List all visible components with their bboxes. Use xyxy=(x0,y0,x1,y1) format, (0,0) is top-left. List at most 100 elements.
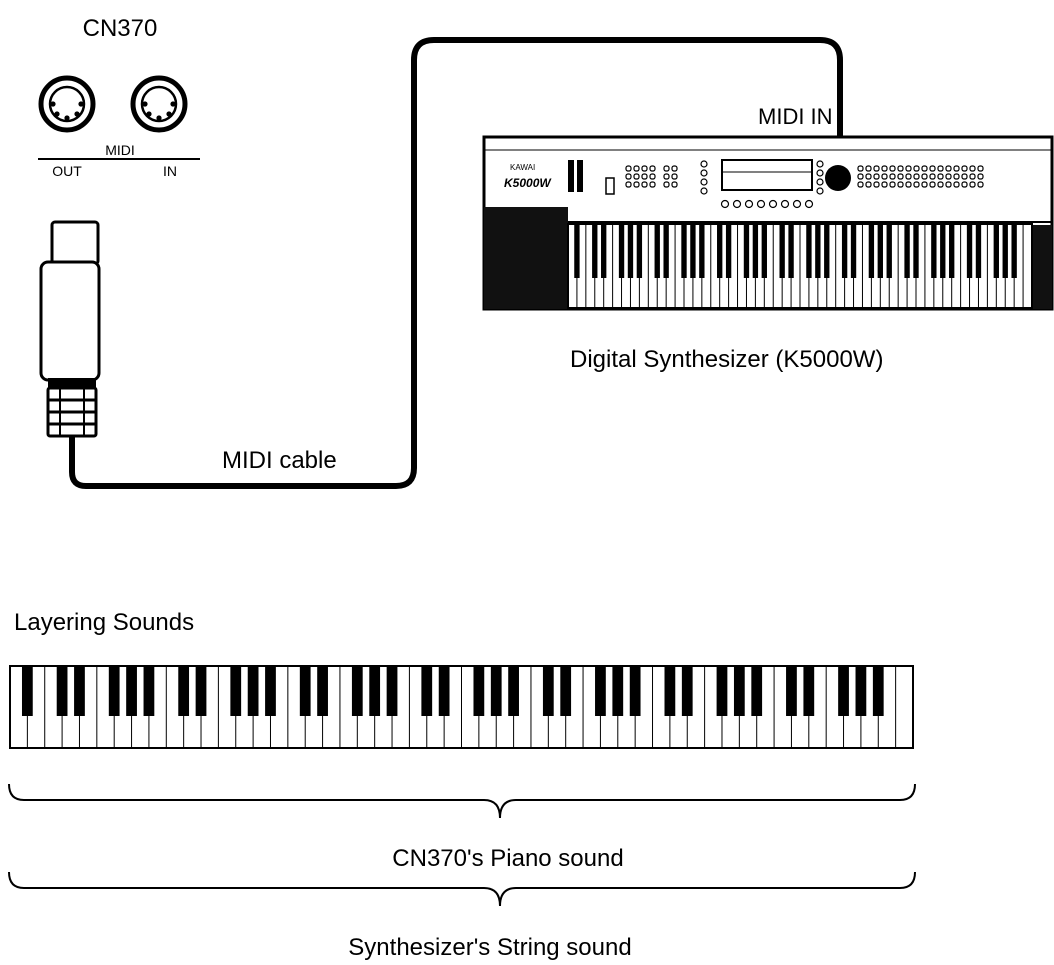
piano-sound-caption: CN370's Piano sound xyxy=(392,845,623,872)
black-key xyxy=(716,666,728,716)
black-key xyxy=(681,224,687,278)
synth-left-end xyxy=(484,207,568,309)
synth-button xyxy=(977,181,984,188)
synth-button xyxy=(663,181,670,188)
black-key xyxy=(592,224,598,278)
synth-button xyxy=(945,181,952,188)
black-key xyxy=(786,666,797,716)
synth-side-button xyxy=(816,178,824,186)
synth-button xyxy=(937,173,944,180)
synth-button-grid-right xyxy=(857,165,984,188)
black-key xyxy=(627,224,634,278)
black-key xyxy=(824,224,830,278)
synth-keyboard xyxy=(567,223,1033,309)
synth-button xyxy=(897,165,904,172)
black-key xyxy=(803,666,815,716)
device-title: CN370 xyxy=(83,15,158,42)
synth-button xyxy=(913,165,920,172)
synth-button xyxy=(921,181,928,188)
synth-button xyxy=(889,173,896,180)
synth-button xyxy=(671,181,678,188)
black-key xyxy=(904,224,910,278)
piano-brace xyxy=(8,783,916,819)
synth-right-end xyxy=(1032,225,1052,309)
black-key xyxy=(690,224,696,278)
synth-soft-button xyxy=(720,199,730,209)
synth-button xyxy=(865,173,872,180)
synth-button xyxy=(649,165,656,172)
synth-brand-text: KAWAI xyxy=(510,163,535,172)
synth-button xyxy=(889,181,896,188)
black-key xyxy=(838,666,849,716)
synth-button xyxy=(929,181,936,188)
synth-button xyxy=(865,181,872,188)
black-key xyxy=(178,666,190,716)
black-key xyxy=(21,666,33,716)
layering-title: Layering Sounds xyxy=(14,609,194,636)
black-key xyxy=(601,224,607,278)
synth-button xyxy=(953,165,960,172)
synth-button xyxy=(857,165,864,172)
synth-button xyxy=(913,173,920,180)
black-key xyxy=(966,224,973,278)
synth-button xyxy=(953,181,960,188)
synth-side-button xyxy=(816,169,824,177)
black-key xyxy=(681,666,693,716)
synth-button xyxy=(625,165,632,172)
midi-in-port xyxy=(130,75,188,133)
synth-side-button xyxy=(700,160,708,168)
midi-cable-line xyxy=(69,37,843,489)
synth-button xyxy=(881,181,888,188)
black-key xyxy=(508,666,519,716)
synth-button xyxy=(937,165,944,172)
black-key xyxy=(369,666,381,716)
synth-button xyxy=(905,181,912,188)
black-key xyxy=(636,224,643,278)
black-key xyxy=(265,666,276,716)
black-key xyxy=(872,666,884,716)
synth-button xyxy=(881,165,888,172)
black-key xyxy=(490,666,502,716)
black-key xyxy=(877,224,883,278)
synth-soft-button xyxy=(780,199,790,209)
black-key xyxy=(699,224,705,278)
synth-soft-button xyxy=(756,199,766,209)
black-key xyxy=(855,666,867,716)
black-key xyxy=(618,224,625,278)
synth-button xyxy=(857,181,864,188)
synth-button xyxy=(969,165,976,172)
synth-button xyxy=(663,173,670,180)
black-key xyxy=(788,224,794,278)
black-key xyxy=(806,224,812,278)
synth-button xyxy=(641,181,648,188)
black-key xyxy=(975,224,982,278)
synth-button xyxy=(649,173,656,180)
synth-dial xyxy=(825,165,851,191)
synth-button xyxy=(929,165,936,172)
out-label: OUT xyxy=(52,163,82,179)
synth-caption: Digital Synthesizer (K5000W) xyxy=(570,346,883,373)
black-key xyxy=(663,224,669,278)
black-key xyxy=(752,224,759,278)
synth-button xyxy=(905,173,912,180)
midi-out-port xyxy=(38,75,96,133)
synth-button xyxy=(897,181,904,188)
black-key xyxy=(299,666,311,716)
black-key xyxy=(126,666,137,716)
synth-button xyxy=(937,181,944,188)
black-key xyxy=(913,224,919,278)
black-key xyxy=(949,224,955,278)
synth-side-button xyxy=(700,178,708,186)
synthesizer: KAWAI K5000W xyxy=(482,135,1054,311)
synth-button xyxy=(961,181,968,188)
synth-button xyxy=(633,165,640,172)
synth-button xyxy=(671,173,678,180)
synth-button xyxy=(873,165,880,172)
synth-button xyxy=(641,165,648,172)
black-key xyxy=(351,666,363,716)
black-key xyxy=(886,224,892,278)
synth-button xyxy=(921,173,928,180)
synth-display xyxy=(721,159,813,191)
black-key xyxy=(317,666,328,716)
